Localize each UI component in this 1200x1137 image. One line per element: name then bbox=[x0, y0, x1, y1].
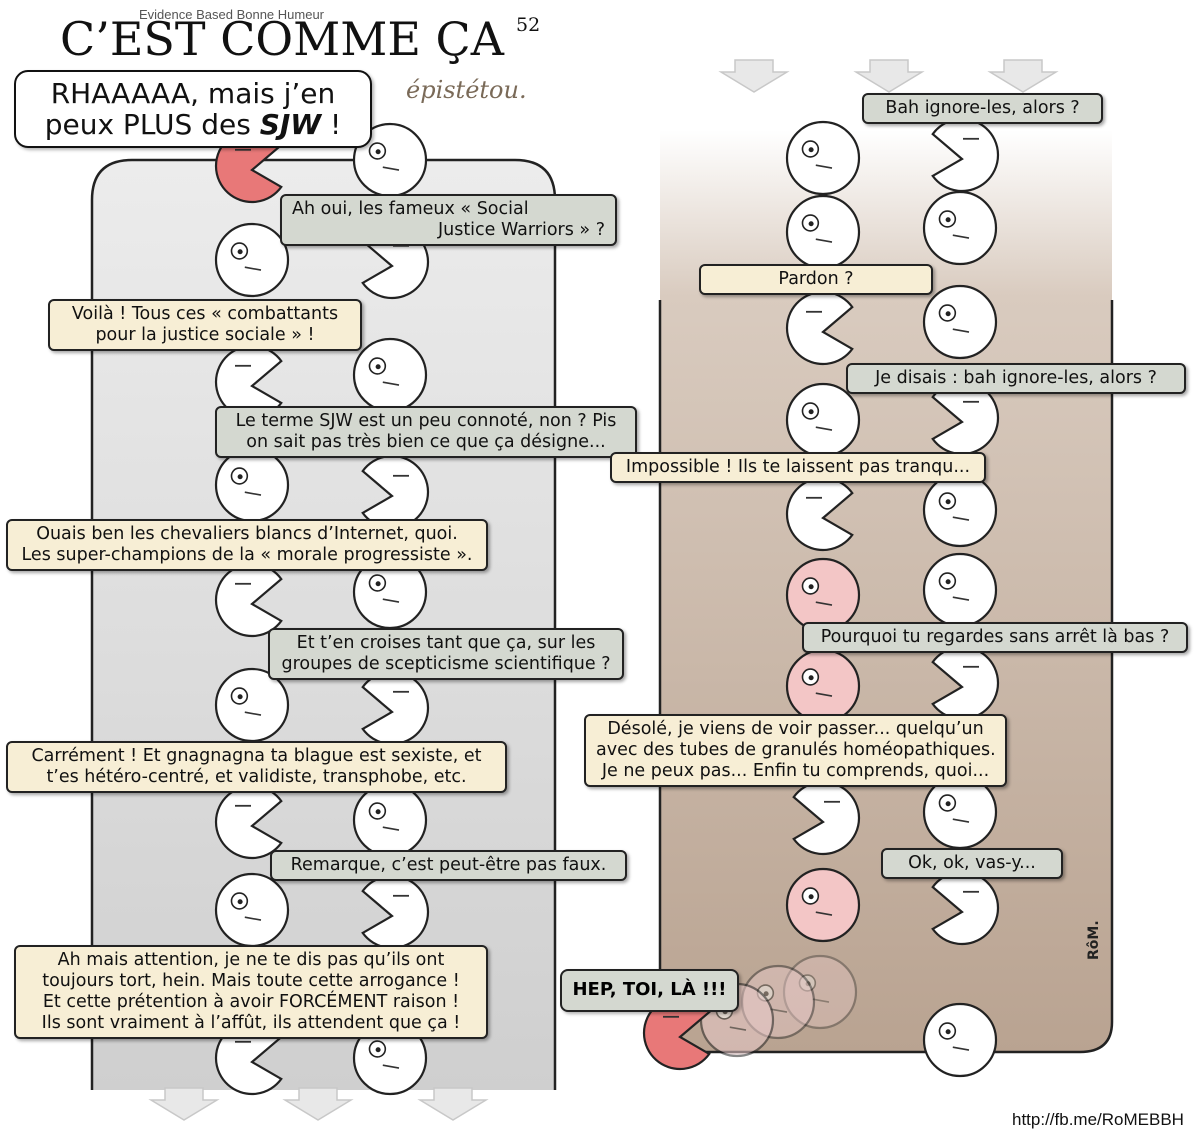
shout-emphasis: SJW bbox=[259, 108, 322, 141]
pacman-character bbox=[931, 870, 1000, 946]
bubble-line: Justice Warriors » ? bbox=[437, 220, 605, 240]
round-character bbox=[352, 782, 428, 858]
bubble-line: Ah oui, les fameux « Social bbox=[292, 199, 529, 219]
bubble-line: Désolé, je viens de voir passer... quelq… bbox=[607, 719, 984, 739]
bubble-line: pour la justice sociale » ! bbox=[95, 325, 315, 345]
series-tagline: Evidence Based Bonne Humeur bbox=[139, 7, 325, 22]
round-character bbox=[352, 337, 428, 413]
pacman-character bbox=[785, 290, 854, 366]
shout-line-1: RHAAAAA, mais j’en bbox=[50, 77, 336, 110]
pacman-character bbox=[214, 784, 283, 860]
bubble-line: Les super-champions de la « morale progr… bbox=[21, 545, 473, 565]
bubble-line: Bah ignore-les, alors ? bbox=[885, 98, 1080, 118]
bubble-line: Ah mais attention, je ne te dis pas qu’i… bbox=[57, 950, 445, 970]
speech-bubble-right-4: Impossible ! Ils te laissent pas tranqu.… bbox=[610, 452, 986, 483]
bubble-line: avec des tubes de granulés homéopathique… bbox=[596, 740, 996, 760]
page-title: C’EST COMME ÇA bbox=[60, 12, 504, 66]
pacman-character bbox=[931, 117, 1000, 193]
bubble-line: Carrément ! Et gnagnagna ta blague est s… bbox=[31, 746, 482, 766]
round-character bbox=[785, 867, 861, 943]
round-character bbox=[785, 557, 861, 633]
bubble-line: Remarque, c’est peut-être pas faux. bbox=[290, 855, 607, 875]
round-character bbox=[785, 120, 861, 196]
bubble-line: Pardon ? bbox=[778, 269, 854, 289]
round-character bbox=[922, 472, 998, 548]
speech-bubble-right-5: Pourquoi tu regardes sans arrêt là bas ? bbox=[802, 622, 1188, 653]
pacman-character bbox=[361, 454, 430, 530]
speech-bubble-right-7: Ok, ok, vas-y... bbox=[881, 848, 1063, 879]
speech-bubble-left-4: Ouais ben les chevaliers blancs d’Intern… bbox=[6, 519, 488, 571]
bubble-line: Et cette prétention à avoir FORCÉMENT ra… bbox=[42, 992, 460, 1012]
bubble-line: t’es hétéro-centré, et validiste, transp… bbox=[46, 767, 467, 787]
shout-line-2-end: ! bbox=[321, 108, 342, 141]
pacman-character bbox=[931, 645, 1000, 721]
speech-bubble-left-8: Ah mais attention, je ne te dis pas qu’i… bbox=[14, 945, 488, 1039]
pacman-character bbox=[214, 1020, 283, 1096]
bubble-line: Je disais : bah ignore-les, alors ? bbox=[875, 368, 1157, 388]
signature: RôM. bbox=[1086, 920, 1102, 960]
speech-bubble-left-3: Le terme SJW est un peu connoté, non ? P… bbox=[215, 406, 637, 458]
speech-bubble-left-2: Voilà ! Tous ces « combattants pour la j… bbox=[48, 299, 362, 351]
round-character bbox=[785, 194, 861, 270]
round-character bbox=[785, 382, 861, 458]
round-character bbox=[785, 648, 861, 724]
source-link[interactable]: http://fb.me/RoMEBBH bbox=[1012, 1110, 1184, 1129]
speech-bubble-right-3: Je disais : bah ignore-les, alors ? bbox=[846, 363, 1186, 394]
right-panel bbox=[660, 130, 1112, 1052]
pacman-character bbox=[361, 874, 430, 950]
bubble-line: Impossible ! Ils te laissent pas tranqu.… bbox=[625, 457, 971, 477]
speech-bubble-left-6: Carrément ! Et gnagnagna ta blague est s… bbox=[6, 741, 507, 793]
round-character bbox=[922, 1002, 998, 1078]
bubble-line: Voilà ! Tous ces « combattants bbox=[71, 304, 339, 324]
pacman-character bbox=[785, 476, 854, 552]
bubble-line: Et t’en croises tant que ça, sur les bbox=[296, 633, 596, 653]
round-character bbox=[214, 447, 290, 523]
round-character bbox=[352, 122, 428, 198]
bubble-line: groupes de scepticisme scientifique ? bbox=[281, 654, 611, 674]
speech-bubble-right-2: Pardon ? bbox=[699, 264, 933, 295]
down-arrow-icon bbox=[148, 59, 1059, 1121]
speech-bubble-left-5: Et t’en croises tant que ça, sur les gro… bbox=[268, 628, 624, 680]
pacman-character bbox=[361, 670, 430, 746]
speech-bubble-right-6: Désolé, je viens de voir passer... quelq… bbox=[584, 714, 1007, 787]
opening-shout-bubble: RHAAAAA, mais j’en peux PLUS des SJW ! bbox=[14, 70, 372, 148]
bubble-line: Ouais ben les chevaliers blancs d’Intern… bbox=[36, 524, 458, 544]
author-name: épistétou. bbox=[406, 76, 527, 104]
bubble-line: Pourquoi tu regardes sans arrêt là bas ? bbox=[820, 627, 1170, 647]
round-character bbox=[782, 954, 858, 1030]
bubble-line: Je ne peux pas... Enfin tu comprends, qu… bbox=[601, 761, 990, 781]
round-character bbox=[352, 1020, 428, 1096]
bubble-line: Ils sont vraiment à l’affût, ils attende… bbox=[41, 1013, 461, 1033]
speech-bubble-left-7: Remarque, c’est peut-être pas faux. bbox=[270, 850, 627, 881]
pacman-character bbox=[214, 562, 283, 638]
pacman-character bbox=[792, 780, 861, 856]
speech-bubble-left-1: Ah oui, les fameux « Social Justice Warr… bbox=[280, 194, 617, 246]
round-character bbox=[922, 284, 998, 360]
round-character bbox=[922, 190, 998, 266]
bubble-line: on sait pas très bien ce que ça désigne.… bbox=[246, 432, 606, 452]
bubble-line: Le terme SJW est un peu connoté, non ? P… bbox=[235, 411, 617, 431]
round-character bbox=[214, 222, 290, 298]
shout-line-2-start: peux PLUS des bbox=[44, 108, 260, 141]
episode-number: 52 bbox=[516, 14, 541, 36]
bubble-line: toujours tort, hein. Mais toute cette ar… bbox=[42, 971, 460, 991]
speech-bubble-right-1: Bah ignore-les, alors ? bbox=[862, 93, 1103, 124]
final-shout-bubble: HEP, TOI, LÀ !!! bbox=[560, 969, 739, 1012]
round-character bbox=[214, 872, 290, 948]
round-character bbox=[922, 552, 998, 628]
bubble-line: Ok, ok, vas-y... bbox=[908, 853, 1036, 873]
